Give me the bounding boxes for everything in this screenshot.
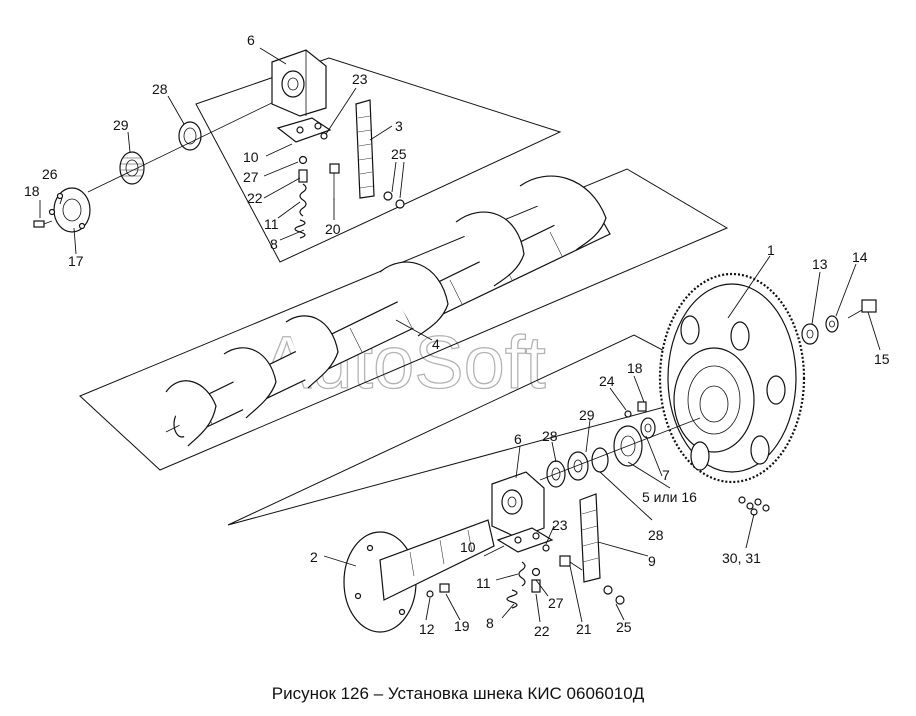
washer-26 [48, 208, 56, 216]
callout-23-top: 23 [352, 71, 368, 87]
bolt-18-mid [637, 401, 647, 412]
plate-10-top [276, 117, 332, 143]
bolt-20 [329, 163, 340, 200]
callout-9: 9 [648, 553, 656, 569]
callout-6-bottom: 6 [514, 431, 522, 447]
frame-auger [79, 168, 729, 471]
bolt-18-top [33, 220, 53, 228]
washer-14 [825, 315, 839, 333]
callout-10-top: 10 [243, 149, 259, 165]
callout-4: 4 [432, 336, 440, 352]
axis-top-left [87, 97, 283, 193]
bearing-cover-17 [53, 187, 91, 233]
callout-25-top: 25 [391, 146, 407, 162]
callout-5-or-16: 5 или 16 [642, 489, 697, 505]
washer-23-bottom [542, 544, 550, 552]
nuts-25-top [383, 191, 405, 209]
spring-11-bottom [518, 561, 526, 587]
bolt-15 [847, 299, 877, 319]
nut-19 [439, 583, 450, 593]
callout-28-mid: 28 [542, 428, 558, 444]
scraper-plate-9 [579, 493, 601, 583]
bolt-22-top [298, 169, 308, 183]
bolt-21 [559, 555, 583, 571]
callout-21: 21 [576, 621, 592, 637]
bolt-22-bottom [531, 579, 541, 593]
callout-28-low: 28 [648, 527, 664, 543]
washer-13 [801, 323, 819, 345]
washer-24 [624, 410, 632, 418]
bearing-28-top [178, 121, 202, 151]
scraper-plate-3 [355, 99, 375, 199]
figure-caption: Рисунок 126 – Установка шнека КИС 060601… [271, 684, 645, 703]
callout-1: 1 [767, 242, 775, 258]
callout-11-bottom: 11 [476, 575, 491, 591]
gear-29-mid [567, 451, 589, 481]
stub-shaft-2 [343, 519, 495, 633]
spring-8-top [294, 219, 306, 239]
callout-17: 17 [68, 253, 84, 269]
callout-28-top: 28 [152, 81, 168, 97]
gear-29-top [119, 151, 145, 185]
callout-10-bottom: 10 [460, 539, 476, 555]
callout-7: 7 [662, 467, 670, 483]
callout-25-bottom: 25 [616, 619, 632, 635]
callout-18-top: 18 [24, 183, 40, 199]
plate-10-bottom [496, 527, 554, 553]
callout-22-bottom: 22 [534, 623, 550, 639]
spring-8-bottom [506, 589, 518, 609]
leader-lines [39, 47, 881, 623]
auger-4 [165, 175, 611, 447]
sprocket-1 [658, 272, 806, 484]
callout-22-top: 22 [247, 190, 263, 206]
callout-29-mid: 29 [579, 407, 595, 423]
ring-28-low [591, 447, 609, 473]
washer-7 [640, 417, 656, 439]
washer-23-top [320, 132, 328, 140]
callout-15: 15 [874, 351, 890, 367]
callout-12: 12 [419, 621, 435, 637]
housing-6-top [271, 49, 327, 117]
callout-29-top: 29 [113, 117, 129, 133]
nut-27-top [298, 155, 308, 165]
chain-30-31 [738, 496, 770, 516]
callout-2: 2 [310, 549, 318, 565]
spring-11-top [299, 183, 307, 217]
callout-13: 13 [812, 256, 828, 272]
callout-27-top: 27 [243, 169, 259, 185]
callout-18-mid: 18 [627, 360, 643, 376]
axis-lower [539, 417, 701, 481]
callout-19: 19 [454, 618, 470, 634]
callout-6-top: 6 [247, 32, 255, 48]
callout-labels: 6 28 29 23 3 10 27 22 25 11 8 20 26 18 1… [24, 32, 890, 639]
callout-27-bottom: 27 [548, 595, 564, 611]
housing-6-bottom [491, 471, 545, 539]
washer-12 [426, 590, 434, 598]
nuts-25-bottom [603, 585, 625, 605]
callout-26: 26 [42, 166, 58, 182]
callout-11-top: 11 [264, 216, 279, 232]
nut-27-bottom [531, 567, 541, 577]
callout-14: 14 [852, 249, 868, 265]
callout-30-31: 30, 31 [722, 550, 761, 566]
callout-23-bottom: 23 [552, 517, 568, 533]
callout-8-top: 8 [270, 236, 278, 252]
callout-20: 20 [325, 221, 341, 237]
callout-3: 3 [395, 118, 403, 134]
callout-8-bottom: 8 [486, 615, 494, 631]
callout-24: 24 [599, 373, 615, 389]
